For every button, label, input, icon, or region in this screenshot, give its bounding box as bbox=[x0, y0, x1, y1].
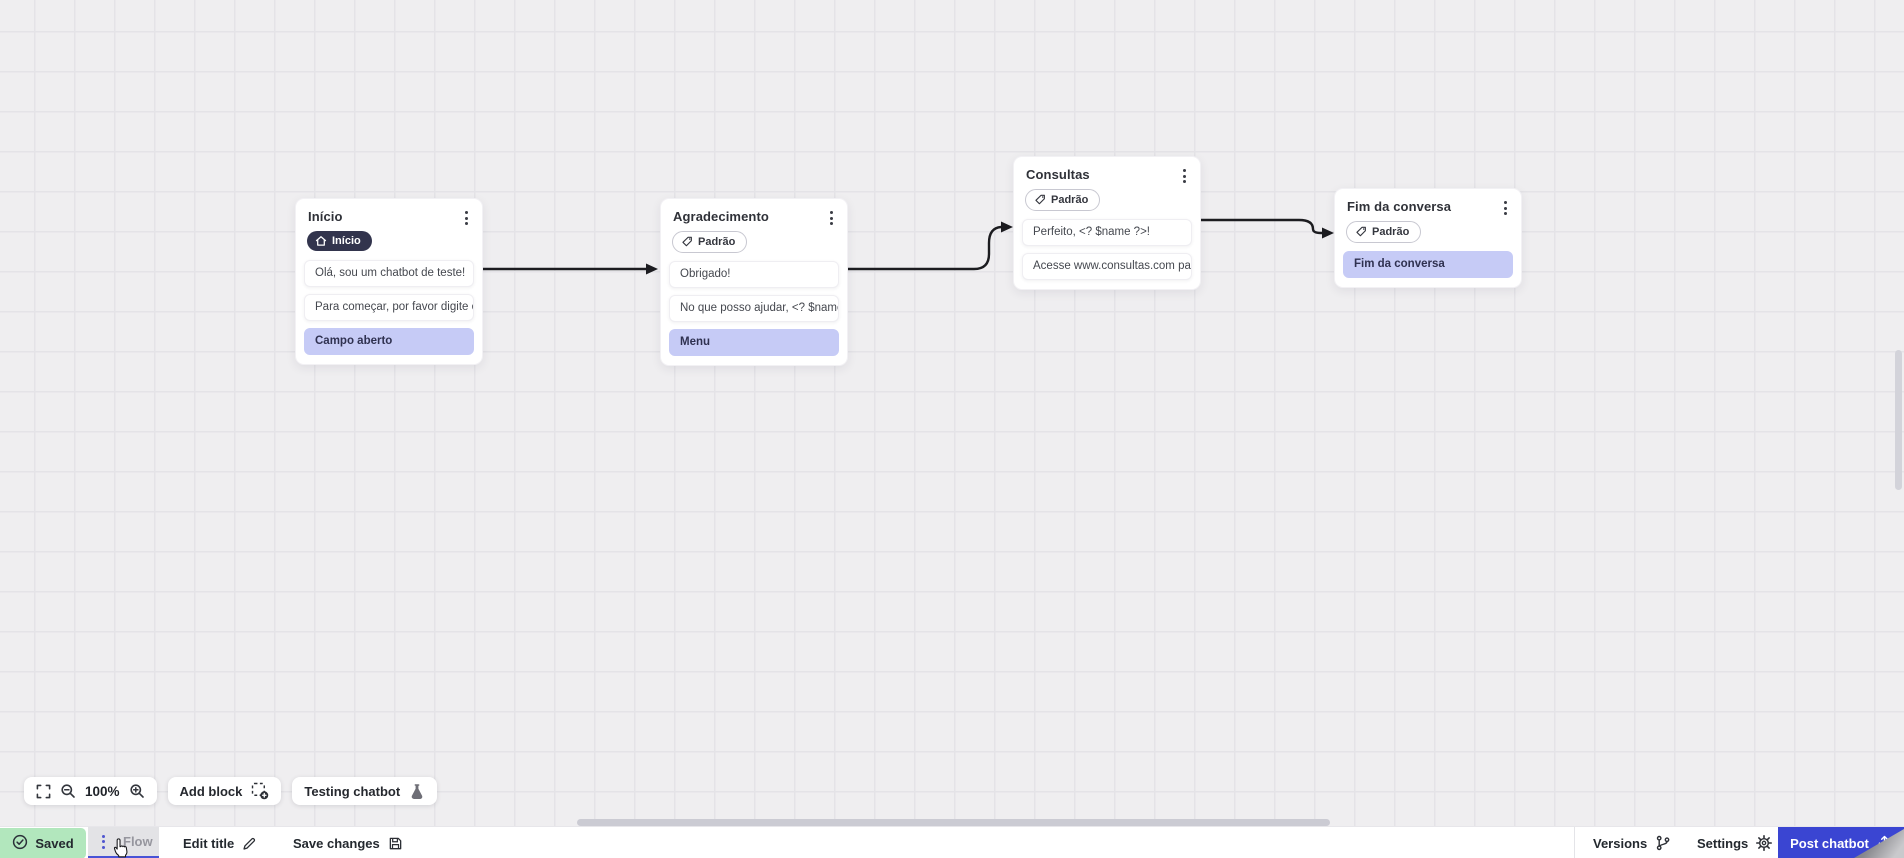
group-badge: Padrão bbox=[1025, 189, 1101, 211]
flow-node-consultas[interactable]: Consultas Padrão Perfeito, <? $name ?>! … bbox=[1013, 156, 1201, 290]
text-block[interactable]: Acesse www.consultas.com par... bbox=[1022, 253, 1192, 280]
group-badge: Padrão bbox=[672, 231, 748, 253]
badge-label: Padrão bbox=[698, 236, 736, 248]
save-changes-button[interactable]: Save changes bbox=[293, 827, 403, 858]
node-title: Início bbox=[308, 209, 343, 224]
edit-title-label: Edit title bbox=[183, 835, 235, 851]
settings-button[interactable]: Settings bbox=[1697, 827, 1773, 858]
node-title: Agradecimento bbox=[673, 209, 769, 224]
connector-agradecimento-consultas bbox=[846, 225, 1004, 271]
flow-tab-label: Flow bbox=[123, 834, 153, 849]
input-block[interactable]: Fim da conversa bbox=[1343, 251, 1513, 278]
add-block-label: Add block bbox=[179, 783, 243, 799]
zoom-out-icon[interactable] bbox=[60, 783, 76, 799]
badge-label: Início bbox=[332, 235, 361, 247]
testing-chatbot-button[interactable]: Testing chatbot bbox=[292, 777, 438, 805]
node-menu-icon[interactable] bbox=[1500, 199, 1511, 217]
testing-chatbot-label: Testing chatbot bbox=[304, 783, 401, 799]
pencil-icon bbox=[242, 836, 257, 851]
drag-handle-icon[interactable] bbox=[98, 833, 109, 851]
save-changes-label: Save changes bbox=[293, 835, 380, 851]
zoom-in-icon[interactable] bbox=[129, 783, 145, 799]
horizontal-scrollbar[interactable] bbox=[577, 819, 1330, 826]
node-title: Fim da conversa bbox=[1347, 199, 1452, 214]
saved-status-badge: Saved bbox=[0, 828, 86, 858]
vertical-scrollbar[interactable] bbox=[1895, 350, 1902, 490]
post-chatbot-label: Post chatbot bbox=[1790, 835, 1869, 851]
text-block[interactable]: Perfeito, <? $name ?>! bbox=[1022, 219, 1192, 246]
branch-icon bbox=[1655, 835, 1671, 851]
node-menu-icon[interactable] bbox=[826, 209, 837, 227]
zoom-controls: 100% bbox=[24, 777, 157, 805]
zoom-level: 100% bbox=[85, 783, 120, 799]
flow-canvas[interactable]: Início Início Olá, sou um chatbot de tes… bbox=[0, 0, 1904, 826]
start-badge: Início bbox=[307, 231, 372, 251]
node-menu-icon[interactable] bbox=[1179, 167, 1190, 185]
flow-node-agradecimento[interactable]: Agradecimento Padrão Obrigado! No que po… bbox=[660, 198, 848, 366]
node-menu-icon[interactable] bbox=[461, 209, 472, 227]
connector-consultas-fim bbox=[1199, 218, 1324, 235]
badge-label: Padrão bbox=[1372, 226, 1410, 238]
tab-flow[interactable]: Flow bbox=[88, 827, 159, 858]
tag-icon bbox=[1035, 194, 1045, 205]
saved-label: Saved bbox=[35, 836, 74, 851]
flask-icon bbox=[409, 783, 425, 800]
edit-title-button[interactable]: Edit title bbox=[183, 827, 257, 858]
text-block[interactable]: Obrigado! bbox=[669, 261, 839, 288]
add-block-icon bbox=[251, 782, 269, 800]
text-block[interactable]: Para começar, por favor digite o ... bbox=[304, 294, 474, 321]
settings-label: Settings bbox=[1697, 835, 1749, 851]
versions-label: Versions bbox=[1593, 835, 1648, 851]
floppy-icon bbox=[388, 836, 403, 851]
status-bar: Saved Flow Edit title Save changes Versi… bbox=[0, 826, 1904, 858]
connectors-layer bbox=[481, 218, 1334, 275]
flow-node-inicio[interactable]: Início Início Olá, sou um chatbot de tes… bbox=[295, 198, 483, 365]
group-badge: Padrão bbox=[1346, 221, 1422, 243]
add-block-button[interactable]: Add block bbox=[167, 777, 282, 805]
gear-icon bbox=[1756, 835, 1773, 851]
text-block[interactable]: Olá, sou um chatbot de teste! bbox=[304, 260, 474, 287]
home-icon bbox=[315, 236, 327, 246]
bar-divider bbox=[1574, 827, 1575, 858]
check-circle-icon bbox=[12, 834, 28, 853]
canvas-toolbar: 100% Add block Testing chatbot bbox=[24, 777, 438, 805]
text-block[interactable]: No que posso ajudar, <? $name ... bbox=[669, 295, 839, 322]
input-block[interactable]: Campo aberto bbox=[304, 328, 474, 355]
versions-button[interactable]: Versions bbox=[1593, 827, 1671, 858]
tag-icon bbox=[682, 236, 692, 247]
tag-icon bbox=[1356, 226, 1366, 237]
node-title: Consultas bbox=[1026, 167, 1090, 182]
flow-node-fim-da-conversa[interactable]: Fim da conversa Padrão Fim da conversa bbox=[1334, 188, 1522, 288]
fullscreen-icon[interactable] bbox=[36, 784, 51, 799]
input-block[interactable]: Menu bbox=[669, 329, 839, 356]
badge-label: Padrão bbox=[1051, 194, 1089, 206]
